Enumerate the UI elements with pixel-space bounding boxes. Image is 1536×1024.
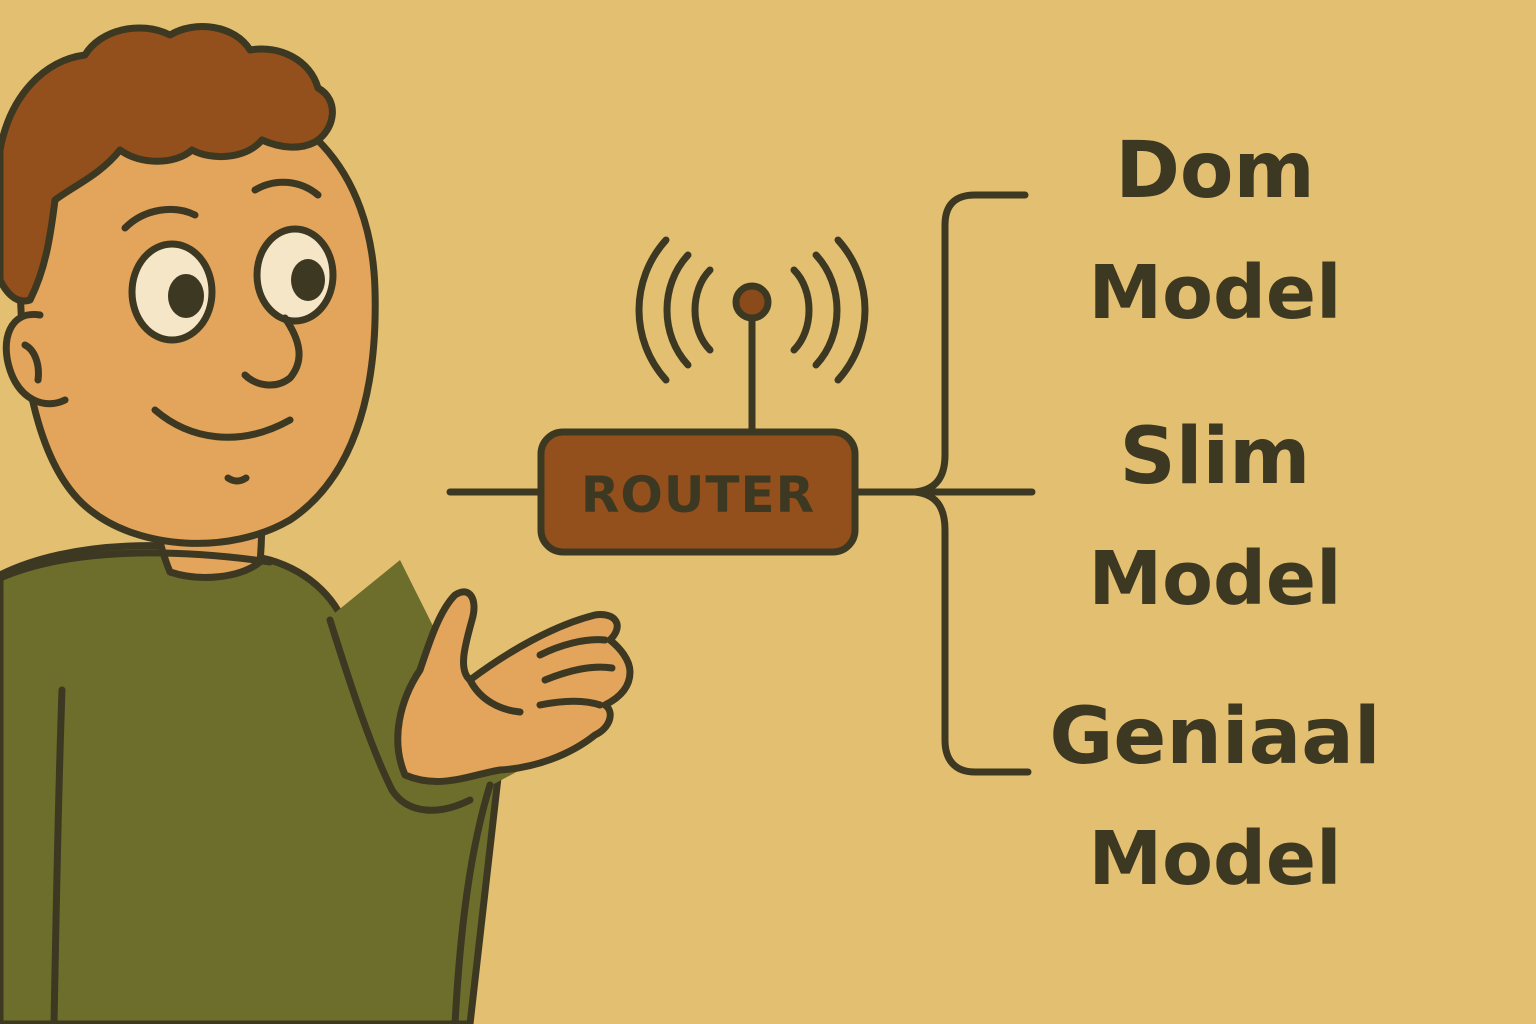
model-option-slim: Slim Model [1070,418,1360,616]
character-finger-1 [536,636,609,659]
character-chin-mark [224,474,250,485]
model-option-geniaal: Geniaal Model [1040,698,1390,896]
character-body-line [50,686,66,1024]
signal-wave-right-middle [812,251,841,369]
character-palm-line [466,676,524,716]
model-dom-word: Dom [1115,126,1315,216]
router-group: ROUTER [446,191,1036,776]
character-left-eyebrow [121,205,199,232]
model-dom-suffix: Model [1088,250,1342,336]
model-geniaal-suffix: Model [1088,816,1342,902]
character-right-eyebrow [251,178,322,199]
character-nose [241,314,303,389]
router-antenna-tip [732,282,772,322]
character-arm-outline [326,616,474,814]
signal-wave-right-outer [834,236,869,384]
model-slim-word: Slim [1119,412,1311,502]
character-hair [0,23,336,305]
character-arm-underside [451,781,494,1024]
signal-wave-left-inner [691,266,714,354]
signal-wave-left-middle [663,251,692,369]
character-finger-3 [536,697,604,709]
router-label: ROUTER [581,466,815,524]
character-illustration [0,23,634,1024]
character-mouth [151,406,294,441]
character-finger-2 [541,663,616,684]
character-left-pupil [168,274,204,318]
character-right-pupil [291,259,325,301]
model-option-dom: Dom Model [1070,132,1360,330]
signal-wave-left-outer [635,236,670,384]
model-bracket [914,191,1032,776]
model-geniaal-word: Geniaal [1049,692,1381,782]
character-ear-inner [21,341,42,384]
model-slim-suffix: Model [1088,536,1342,622]
signal-wave-right-inner [790,266,813,354]
character-collar [0,549,274,582]
character-hand [394,588,634,785]
